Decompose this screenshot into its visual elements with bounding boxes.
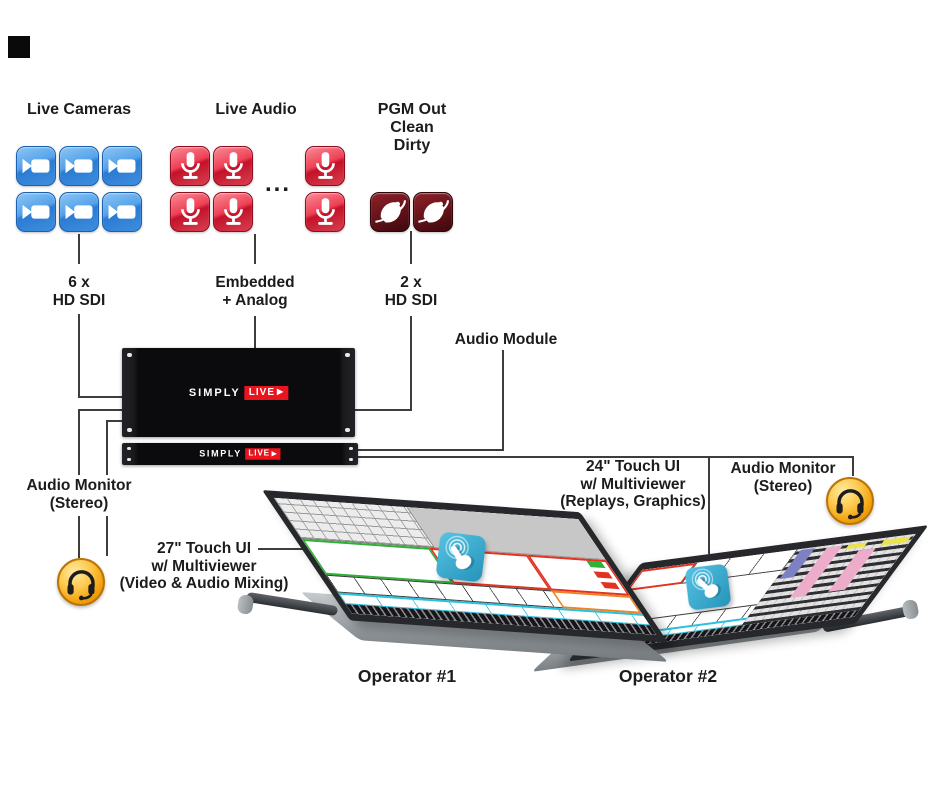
touch-hand-icon xyxy=(683,561,732,612)
audio-module-text: Audio Module xyxy=(454,331,558,348)
video-camera-icon xyxy=(59,146,99,186)
cameras-link-line2: HD SDI xyxy=(52,291,106,309)
microphone-icon xyxy=(170,146,210,186)
more-audio-ellipsis: ... xyxy=(264,170,291,197)
video-camera-icon xyxy=(102,192,142,232)
brand-live-badge: LIVE ▶ xyxy=(244,385,289,400)
brand-name: SIMPLY xyxy=(188,386,241,399)
live-audio-label: Live Audio xyxy=(215,101,297,118)
screw-icon xyxy=(127,447,131,450)
connector-line-to-left-monitor xyxy=(258,548,306,550)
connector-line-touch-ui-right xyxy=(708,456,710,554)
microphone-icon xyxy=(213,192,253,232)
audio-link-label: Embedded + Analog xyxy=(200,274,310,309)
connector-line-audio-module xyxy=(502,350,504,451)
audio-monitor-left-label: Audio Monitor (Stereo) xyxy=(7,477,151,512)
screw-icon xyxy=(127,458,131,461)
satellite-dish-icon xyxy=(413,192,453,232)
audio-module-unit: SIMPLY LIVE ▶ xyxy=(122,443,358,465)
touch-ui-left-line1: 27" Touch UI xyxy=(156,540,252,557)
connector-line-audio-to-server xyxy=(254,316,256,349)
connector-line xyxy=(410,231,412,264)
simplylive-logo: SIMPLY LIVE ▶ xyxy=(199,448,281,460)
simplylive-logo: SIMPLY LIVE ▶ xyxy=(188,385,289,400)
pgm-link-line1: 2 x xyxy=(400,274,422,291)
play-icon: ▶ xyxy=(277,387,285,396)
screw-icon xyxy=(349,447,353,450)
headphones-icon xyxy=(826,477,874,525)
pgm-link-line2: HD SDI xyxy=(384,291,438,309)
video-camera-icon xyxy=(102,146,142,186)
live-cameras-label: Live Cameras xyxy=(26,101,132,118)
connector-line-pgm-to-server xyxy=(355,409,412,411)
connector-line xyxy=(78,409,124,411)
brand-name: SIMPLY xyxy=(199,449,242,459)
connector-line xyxy=(106,420,124,422)
connector-line xyxy=(78,234,80,264)
screw-icon xyxy=(127,428,132,432)
touch-ui-right-line2: w/ Multiviewer xyxy=(580,475,686,493)
touch-ui-left-label: 27" Touch UI w/ Multiviewer (Video & Aud… xyxy=(95,540,313,593)
touch-ui-right-line3: (Replays, Graphics) xyxy=(560,493,706,510)
microphone-icon xyxy=(305,146,345,186)
live-audio-title: Live Audio xyxy=(186,101,326,119)
touch-ui-left-line3: (Video & Audio Mixing) xyxy=(119,575,289,592)
audio-monitor-right-label: Audio Monitor (Stereo) xyxy=(712,460,854,495)
audio-module-label: Audio Module xyxy=(436,331,576,349)
connector-line-audio-module xyxy=(357,449,504,451)
brand-live-text: LIVE xyxy=(248,386,276,398)
brand-live-badge: LIVE ▶ xyxy=(245,448,281,460)
connector-line-cameras-to-server xyxy=(78,396,124,398)
touch-ui-right-line1: 24" Touch UI xyxy=(585,458,681,475)
pgm-out-line1: PGM Out xyxy=(377,101,447,118)
audio-monitor-right-line1: Audio Monitor xyxy=(730,460,836,477)
audio-link-line2: + Analog xyxy=(222,291,288,309)
cameras-link-line1: 6 x xyxy=(68,274,90,291)
connector-line-to-right-monitor xyxy=(357,456,854,458)
pgm-link-label: 2 x HD SDI xyxy=(371,274,451,309)
cameras-link-label: 6 x HD SDI xyxy=(39,274,119,309)
connector-line xyxy=(78,314,80,398)
audio-monitor-left-line2: (Stereo) xyxy=(49,494,109,512)
operator2-label: Operator #2 xyxy=(588,667,748,685)
connector-line-audio-monitor-right xyxy=(852,456,854,476)
touch-ui-left-line2: w/ Multiviewer xyxy=(151,557,257,575)
screw-icon xyxy=(127,353,132,357)
headphones-icon xyxy=(57,558,105,606)
production-server-unit: SIMPLY LIVE ▶ xyxy=(122,348,355,437)
screw-icon xyxy=(345,353,350,357)
brand-live-text: LIVE xyxy=(248,449,270,459)
connector-line xyxy=(410,316,412,411)
audio-monitor-left-line1: Audio Monitor xyxy=(26,477,132,494)
touch-hand-icon xyxy=(434,529,488,584)
operator1-text: Operator #1 xyxy=(357,666,457,686)
operator1-label: Operator #1 xyxy=(327,667,487,685)
video-camera-icon xyxy=(16,146,56,186)
video-camera-icon xyxy=(59,192,99,232)
audio-monitor-right-line2: (Stereo) xyxy=(753,477,813,495)
connector-line-audio-monitor-left xyxy=(78,516,80,558)
microphone-icon xyxy=(170,192,210,232)
connector-line-touch-ui-left xyxy=(106,420,108,475)
video-camera-icon xyxy=(16,192,56,232)
screw-icon xyxy=(349,458,353,461)
microphone-icon xyxy=(305,192,345,232)
pgm-out-line2: Clean xyxy=(390,119,434,136)
satellite-dish-icon xyxy=(370,192,410,232)
connector-line-touch-ui-left xyxy=(106,516,108,556)
pgm-out-line3: Dirty xyxy=(393,137,431,154)
operator2-text: Operator #2 xyxy=(618,666,718,686)
monitor-leg-cap xyxy=(236,593,255,616)
connector-line-audio-monitor-left xyxy=(78,409,80,475)
screw-icon xyxy=(345,428,350,432)
audio-link-line1: Embedded xyxy=(215,274,295,291)
black-square-mark xyxy=(8,36,30,58)
microphone-icon xyxy=(213,146,253,186)
pgm-out-title: PGM Out Clean Dirty xyxy=(347,101,477,155)
connector-line xyxy=(254,234,256,264)
live-cameras-title: Live Cameras xyxy=(8,101,150,119)
play-icon: ▶ xyxy=(271,449,278,457)
touch-ui-right-label: 24" Touch UI w/ Multiviewer (Replays, Gr… xyxy=(524,458,742,511)
